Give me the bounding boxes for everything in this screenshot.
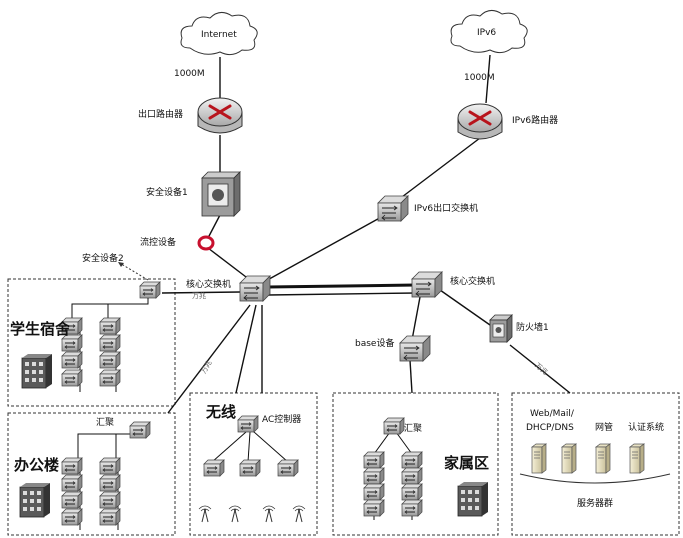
- flow-control-icon: [197, 235, 215, 251]
- link-core2-firewall: [439, 289, 491, 326]
- ac-controller-icon: [237, 415, 259, 433]
- family-building-icon: [457, 481, 489, 517]
- link-security1-flow: [207, 214, 221, 239]
- ipv6-exit-switch-icon: [377, 195, 409, 222]
- link-core-core-2: [267, 292, 417, 296]
- family-area-title: 家属区: [444, 454, 490, 472]
- bandwidth-internet-label: 1000M: [174, 69, 205, 79]
- office-area-title: 办公楼: [14, 456, 60, 474]
- wireless-switches: [203, 459, 299, 477]
- link-core-wireless-a: [235, 304, 257, 394]
- link-firewall-server: [509, 344, 571, 394]
- ipv6-exit-switch-label: IPv6出口交换机: [414, 204, 479, 214]
- family-switch-stack: [363, 451, 423, 517]
- family-area-box: [332, 392, 499, 536]
- bandwidth-ipv6-label: 1000M: [464, 73, 495, 83]
- security-device-2-label: 安全设备2: [82, 254, 124, 264]
- dorm-area-title: 学生宿舍: [10, 320, 71, 338]
- link-exitswitch-core: [261, 214, 386, 284]
- security-device-1-label: 安全设备1: [146, 188, 188, 198]
- server-auth-label: 认证系统: [628, 423, 665, 433]
- ipv6-cloud-label: IPv6: [477, 28, 497, 38]
- server-group-icons: [531, 443, 645, 474]
- dorm-building-icon: [21, 353, 53, 389]
- office-building-icon: [19, 482, 51, 518]
- core-switch-2-label: 核心交换机: [450, 277, 496, 287]
- security-device-1-icon: [201, 171, 241, 217]
- office-switch-stack: [61, 457, 121, 526]
- family-agg-label: 汇聚: [404, 424, 423, 434]
- exit-router-label: 出口路由器: [138, 110, 184, 120]
- server-netmgmt-label: 网管: [595, 423, 614, 433]
- internet-label: Internet: [201, 30, 237, 40]
- firewall-1-icon: [489, 314, 513, 343]
- server-group-label: 服务器群: [577, 499, 614, 509]
- ipv6-router-icon: [457, 103, 503, 140]
- link-label-1: 万兆: [192, 292, 206, 300]
- server-dhcp-label: DHCP/DNS: [526, 423, 574, 433]
- link-flow-core: [207, 247, 251, 281]
- link-core-core-1: [267, 283, 417, 289]
- office-area-box: [7, 412, 176, 536]
- office-agg-switch-icon: [129, 421, 151, 439]
- link-core2-base: [411, 296, 421, 341]
- wireless-area-box: [189, 392, 318, 536]
- internet-cloud-icon: [180, 12, 258, 56]
- security-device-2-icon: [139, 281, 161, 299]
- link-core-office: [167, 304, 251, 414]
- server-area-box: [511, 392, 680, 536]
- core-switch-1-icon: [239, 275, 271, 302]
- firewall-1-label: 防火墙1: [516, 323, 549, 333]
- link-base-family: [409, 359, 413, 394]
- ipv6-router-label: IPv6路由器: [512, 116, 559, 126]
- link-ipv6cloud-router: [485, 54, 491, 104]
- exit-router-icon: [197, 97, 243, 134]
- base-device-label: base设备: [355, 339, 395, 349]
- dorm-switch-stack: [61, 317, 121, 387]
- ac-controller-label: AC控制器: [262, 415, 302, 425]
- base-device-icon: [399, 335, 431, 362]
- wireless-area-title: 无线: [206, 403, 237, 421]
- server-web-label: Web/Mail/: [530, 409, 574, 419]
- family-agg-switch-icon: [383, 417, 405, 435]
- ipv6-cloud-icon: [450, 10, 528, 54]
- office-agg-label: 汇聚: [96, 418, 115, 428]
- wireless-ap-icons: [198, 505, 306, 523]
- core-switch-2-icon: [411, 271, 443, 298]
- link-security2-core: [161, 291, 241, 294]
- flow-control-label: 流控设备: [140, 238, 177, 248]
- core-switch-1-label: 核心交换机: [186, 280, 232, 290]
- dorm-area-box: [7, 278, 176, 407]
- security2-pointer: [117, 261, 149, 281]
- link-ipv6router-exitswitch: [397, 137, 481, 201]
